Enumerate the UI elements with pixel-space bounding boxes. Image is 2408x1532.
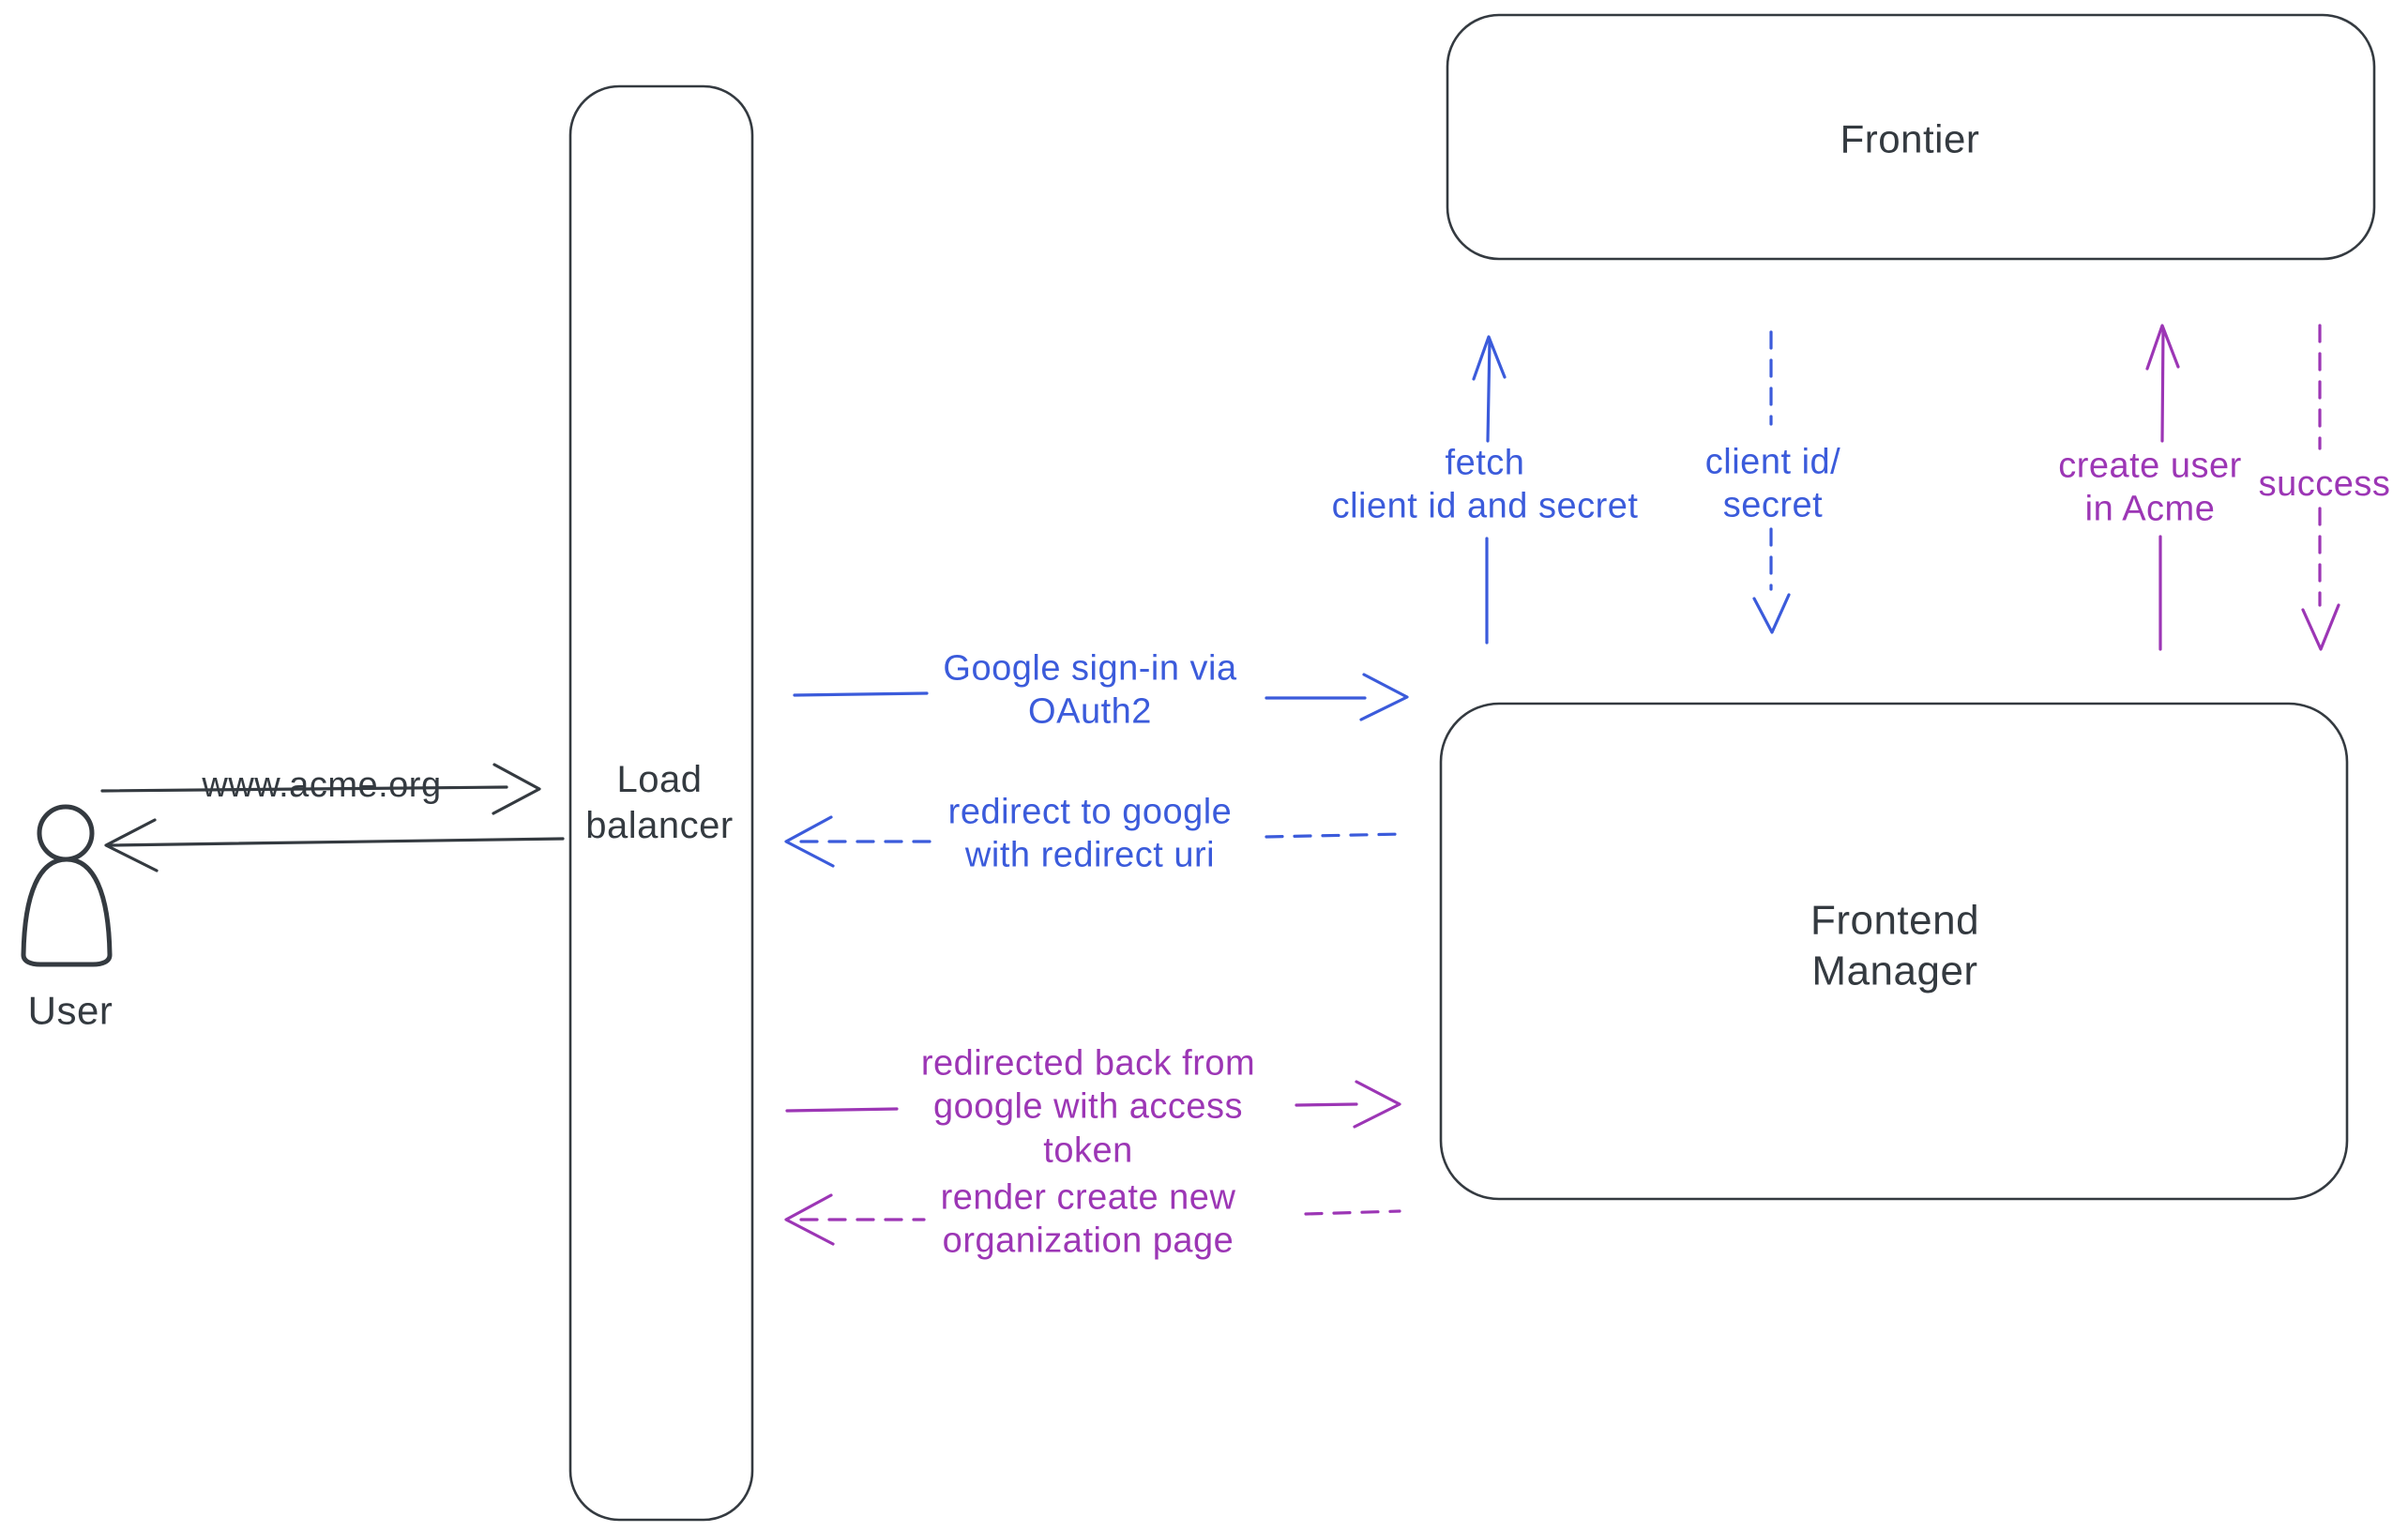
arrow-response-to-user <box>104 818 565 872</box>
redirect-google-label: redirect to google with redirect uri <box>947 792 1233 875</box>
redirected-back-label: redirected back from google with access … <box>920 1043 1256 1171</box>
arrow-success <box>2301 324 2340 651</box>
arrow-render-org-page <box>784 1193 1401 1246</box>
google-signin-label: Google sign-in via OAuth2 <box>943 648 1237 732</box>
frontend-manager-label: Frontend Manager <box>1810 897 1980 994</box>
render-org-page-label: render create new organization page <box>940 1177 1236 1261</box>
frontier-label: Frontier <box>1840 116 1980 161</box>
create-user-label: create user in Acme <box>2058 446 2242 529</box>
arrow-create-user <box>2145 324 2180 651</box>
frontier-box <box>1446 13 2376 261</box>
frontend-manager-box <box>1439 702 2349 1201</box>
arrow-redirect-to-google <box>784 815 1405 868</box>
www-acme-label: www.acme.org <box>202 765 442 805</box>
load-balancer-label: Load balancer <box>585 759 734 846</box>
arrow-client-id-secret <box>1752 330 1791 634</box>
user-figure <box>21 804 113 967</box>
client-id-secret-label: client id/ secret <box>1704 442 1841 525</box>
success-label: success <box>2258 463 2391 504</box>
arrow-redirected-back <box>785 1080 1401 1129</box>
load-balancer-box <box>568 84 754 1522</box>
user-label: User <box>27 988 114 1033</box>
fetch-client-label: fetch client id and secret <box>1331 443 1639 526</box>
arrow-google-signin <box>793 673 1409 721</box>
arrow-fetch-client <box>1472 335 1507 645</box>
arrow-www-acme <box>100 763 541 815</box>
